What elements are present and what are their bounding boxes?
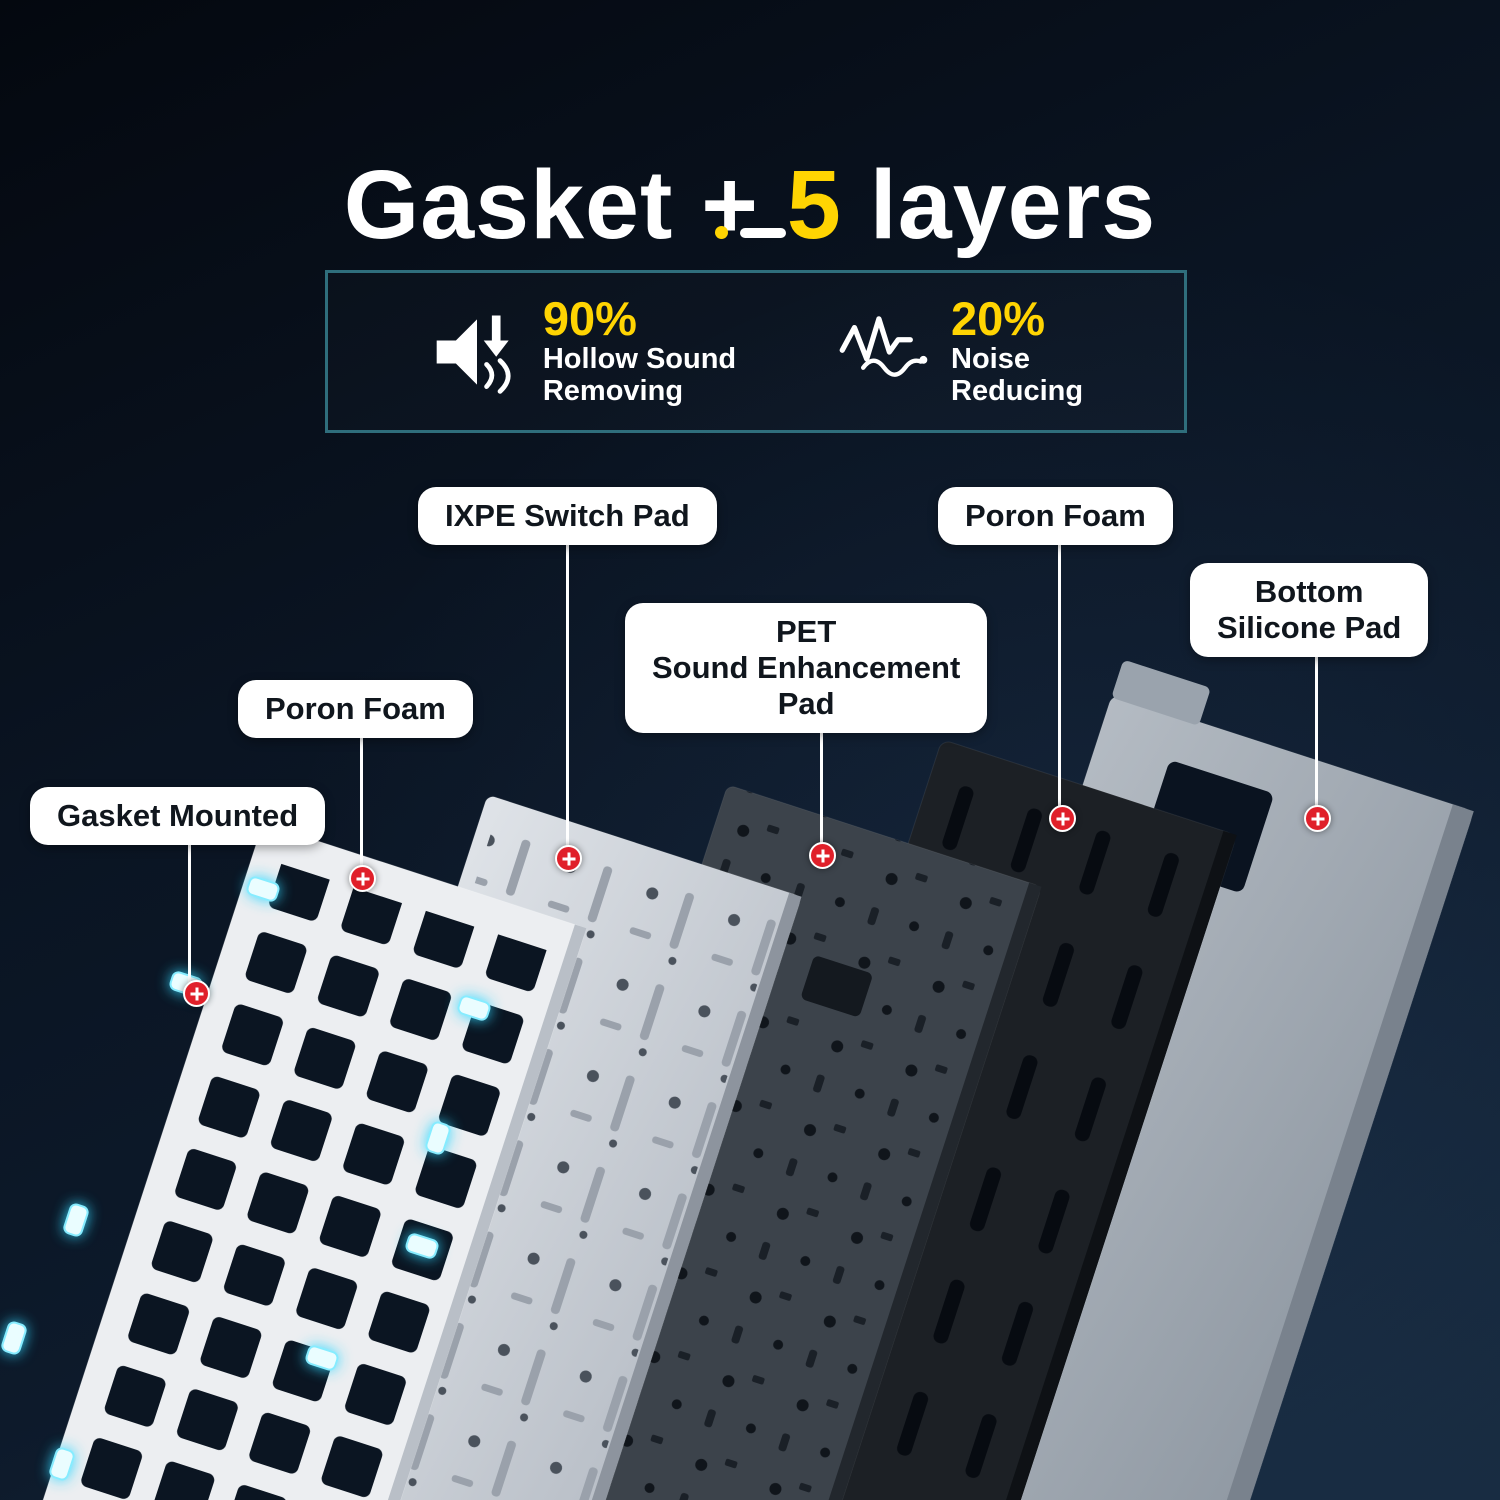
pointer-line <box>566 535 569 860</box>
plus-marker <box>183 980 210 1007</box>
title-prefix: Gasket + <box>343 149 787 259</box>
stat-noise-reducing: 20% Noise Reducing <box>837 295 1083 408</box>
underline-dot <box>714 226 728 239</box>
pointer-line <box>188 836 191 994</box>
callout-label: IXPE Switch Pad <box>445 498 690 533</box>
layer-plate-white <box>0 825 587 1500</box>
stat-label-line2: Removing <box>542 375 684 408</box>
stat-label-line1: Hollow Sound <box>542 343 737 375</box>
stat-label-line1: Noise <box>951 343 1030 375</box>
callout-bottom-silicone-pad: Bottom Silicone Pad <box>1190 563 1429 657</box>
stat-value: 20% <box>951 292 1046 346</box>
page-title: Gasket + 5 layers <box>0 149 1500 261</box>
plus-marker <box>349 865 376 892</box>
stat-value: 90% <box>542 292 637 346</box>
callout-label: Poron Foam <box>965 498 1146 533</box>
layer-poron-foam <box>403 741 1237 1500</box>
speaker-volume-down-icon <box>436 315 511 394</box>
pointer-line <box>1315 650 1318 820</box>
pointer-line <box>360 728 363 880</box>
stat-text: 90% Hollow Sound Removing <box>543 295 736 408</box>
noise-waveform-icon <box>839 315 928 377</box>
callout-label-line: Bottom <box>1254 574 1364 609</box>
callout-label-line: Pad <box>777 685 835 721</box>
title-highlight-number: 5 <box>786 149 842 259</box>
callout-label-line: PET <box>776 614 837 649</box>
title-suffix: layers <box>841 149 1157 259</box>
pointer-line <box>1058 535 1061 820</box>
plus-marker <box>1304 805 1331 832</box>
callout-poron-foam-right: Poron Foam <box>938 487 1173 545</box>
callout-label: Gasket Mounted <box>57 798 299 833</box>
callout-label: Poron Foam <box>265 691 446 726</box>
stat-hollow-sound: 90% Hollow Sound Removing <box>429 295 736 408</box>
layer-plate-silver <box>0 796 802 1500</box>
callout-gasket-mounted: Gasket Mounted <box>30 787 326 845</box>
plus-marker <box>809 842 836 869</box>
plus-marker <box>1049 805 1076 832</box>
callout-poron-foam-left: Poron Foam <box>238 680 473 738</box>
callout-label-line: Sound Enhancement <box>652 649 961 685</box>
title-underline <box>0 226 1500 239</box>
plus-marker <box>555 845 582 872</box>
layer-pet-sheet <box>188 786 1042 1500</box>
callout-label-line: Silicone Pad <box>1217 609 1402 645</box>
stats-panel: 90% Hollow Sound Removing 20% Noise Redu… <box>325 270 1187 433</box>
underline-dash <box>739 227 786 238</box>
stat-label-line2: Reducing <box>951 375 1084 408</box>
callout-pet-sound-enhancement-pad: PET Sound Enhancement Pad <box>625 603 988 733</box>
stat-text: 20% Noise Reducing <box>951 295 1083 408</box>
pointer-line <box>820 720 823 857</box>
callout-ixpe-switch-pad: IXPE Switch Pad <box>418 487 717 545</box>
